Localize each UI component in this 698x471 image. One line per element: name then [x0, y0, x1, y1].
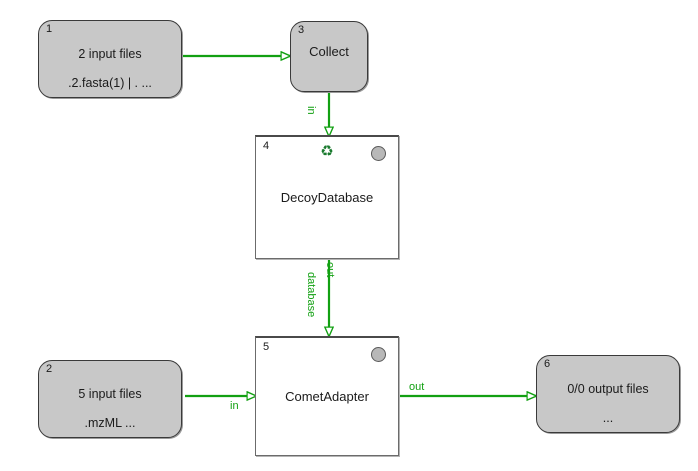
node-number: 1 — [46, 23, 53, 35]
node-number: 4 — [263, 140, 270, 152]
edge-label-comet-in: in — [230, 400, 239, 412]
node-comet-adapter[interactable]: 5 CometAdapter — [255, 336, 399, 456]
node-secondary-label: .2.fasta(1) | . ... — [68, 76, 152, 90]
node-decoy-database[interactable]: 4 ♻ DecoyDatabase — [255, 135, 399, 259]
node-primary-label: Collect — [309, 44, 349, 59]
node-number: 3 — [298, 24, 305, 36]
edge-label-comet-out: out — [409, 381, 425, 393]
node-primary-label: 2 input files — [78, 47, 142, 61]
node-primary-label: 5 input files — [78, 387, 142, 401]
node-input-files-mzml[interactable]: 2 5 input files .mzML ... — [38, 360, 182, 438]
node-number: 6 — [544, 358, 551, 370]
edge-label-decoy-database: database — [305, 272, 317, 318]
node-secondary-label: ... — [602, 411, 614, 425]
node-output-files[interactable]: 6 0/0 output files ... — [536, 355, 680, 433]
node-primary-label: 0/0 output files — [567, 382, 649, 396]
node-input-files-fasta[interactable]: 1 2 input files .2.fasta(1) | . ... — [38, 20, 182, 98]
node-secondary-label: .mzML ... — [84, 416, 136, 430]
node-collect[interactable]: 3 Collect — [290, 21, 368, 92]
edge-label-collect-in: in — [305, 106, 317, 115]
status-dot-icon — [371, 347, 386, 362]
edge-label-decoy-out: out — [324, 262, 336, 278]
node-number: 2 — [46, 363, 53, 375]
node-number: 5 — [263, 341, 270, 353]
status-dot-icon — [371, 146, 386, 161]
node-primary-label: CometAdapter — [285, 389, 369, 404]
recycle-icon: ♻ — [320, 143, 334, 160]
node-primary-label: DecoyDatabase — [280, 190, 374, 205]
